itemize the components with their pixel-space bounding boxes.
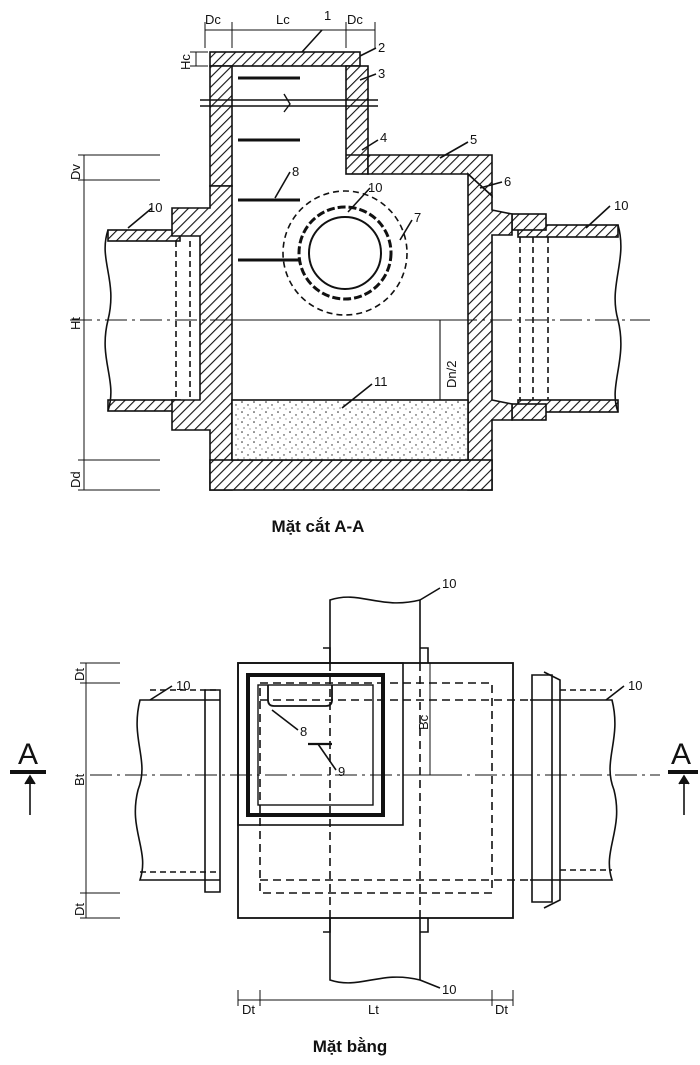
callout-8: 8 — [292, 164, 299, 179]
plan-callout-10-left: 10 — [176, 678, 190, 693]
callout-1: 1 — [324, 8, 331, 23]
section-view — [70, 22, 650, 491]
callout-11: 11 — [374, 374, 388, 389]
callout-10-left: 10 — [148, 200, 162, 215]
callout-3: 3 — [378, 66, 385, 81]
chimney-left-wall — [209, 65, 233, 187]
right-pipe — [511, 213, 622, 421]
chimney-right-wall — [345, 65, 369, 175]
dim-ht: Ht — [68, 317, 83, 330]
dim-hc: Hc — [178, 54, 193, 70]
dim-dv: Dv — [68, 164, 83, 180]
callout-7: 7 — [414, 210, 421, 225]
plan-dim-dt-top: Dt — [72, 668, 87, 681]
plan-chimney-outer — [237, 662, 404, 826]
plan-labels: Dt Bt Dt Bc Dt Lt Dt 10 10 10 10 8 9 A A… — [18, 576, 691, 1056]
plan-caption: Mặt bằng — [313, 1037, 388, 1056]
dim-dc-right: Dc — [347, 12, 363, 27]
dim-lc: Lc — [276, 12, 290, 27]
base-slab — [209, 459, 493, 491]
chamber-left-wall — [171, 185, 233, 491]
callout-4: 4 — [380, 130, 387, 145]
plan-callout-10-bottom: 10 — [442, 982, 456, 997]
plan-dim-dt-right: Dt — [495, 1002, 508, 1017]
section-caption: Mặt cắt A-A — [272, 517, 365, 536]
callout-10-centre: 10 — [368, 180, 382, 195]
plan-callout-8: 8 — [300, 724, 307, 739]
dim-dc-left: Dc — [205, 12, 221, 27]
section-labels: Dc Lc Dc Hc Dv Ht Dd Dn/2 1 2 3 4 5 6 7 … — [68, 8, 628, 536]
plan-view — [10, 587, 698, 1006]
plan-dim-lt: Lt — [368, 1002, 379, 1017]
section-mark-right: A — [671, 738, 691, 771]
callout-5: 5 — [470, 132, 477, 147]
plan-callout-10-top: 10 — [442, 576, 456, 591]
dim-dd: Dd — [68, 471, 83, 488]
callout-2: 2 — [378, 40, 385, 55]
plan-dim-dt-left: Dt — [242, 1002, 255, 1017]
plan-chimney-inner — [257, 684, 374, 806]
plan-dim-bc: Bc — [416, 714, 431, 730]
plan-dim-dt-bottom: Dt — [72, 903, 87, 916]
plan-dim-bt: Bt — [72, 773, 87, 786]
sand-fill — [231, 399, 469, 461]
chimney-cover — [209, 51, 361, 67]
section-mark-left: A — [18, 738, 38, 771]
callout-6: 6 — [504, 174, 511, 189]
dim-dn-half: Dn/2 — [444, 361, 459, 388]
callout-10-right: 10 — [614, 198, 628, 213]
plan-callout-9: 9 — [338, 764, 345, 779]
plan-chimney-frame — [246, 673, 385, 817]
chamber-right-wall — [467, 172, 513, 491]
plan-chamber-inner — [259, 682, 493, 894]
plan-callout-10-right: 10 — [628, 678, 642, 693]
